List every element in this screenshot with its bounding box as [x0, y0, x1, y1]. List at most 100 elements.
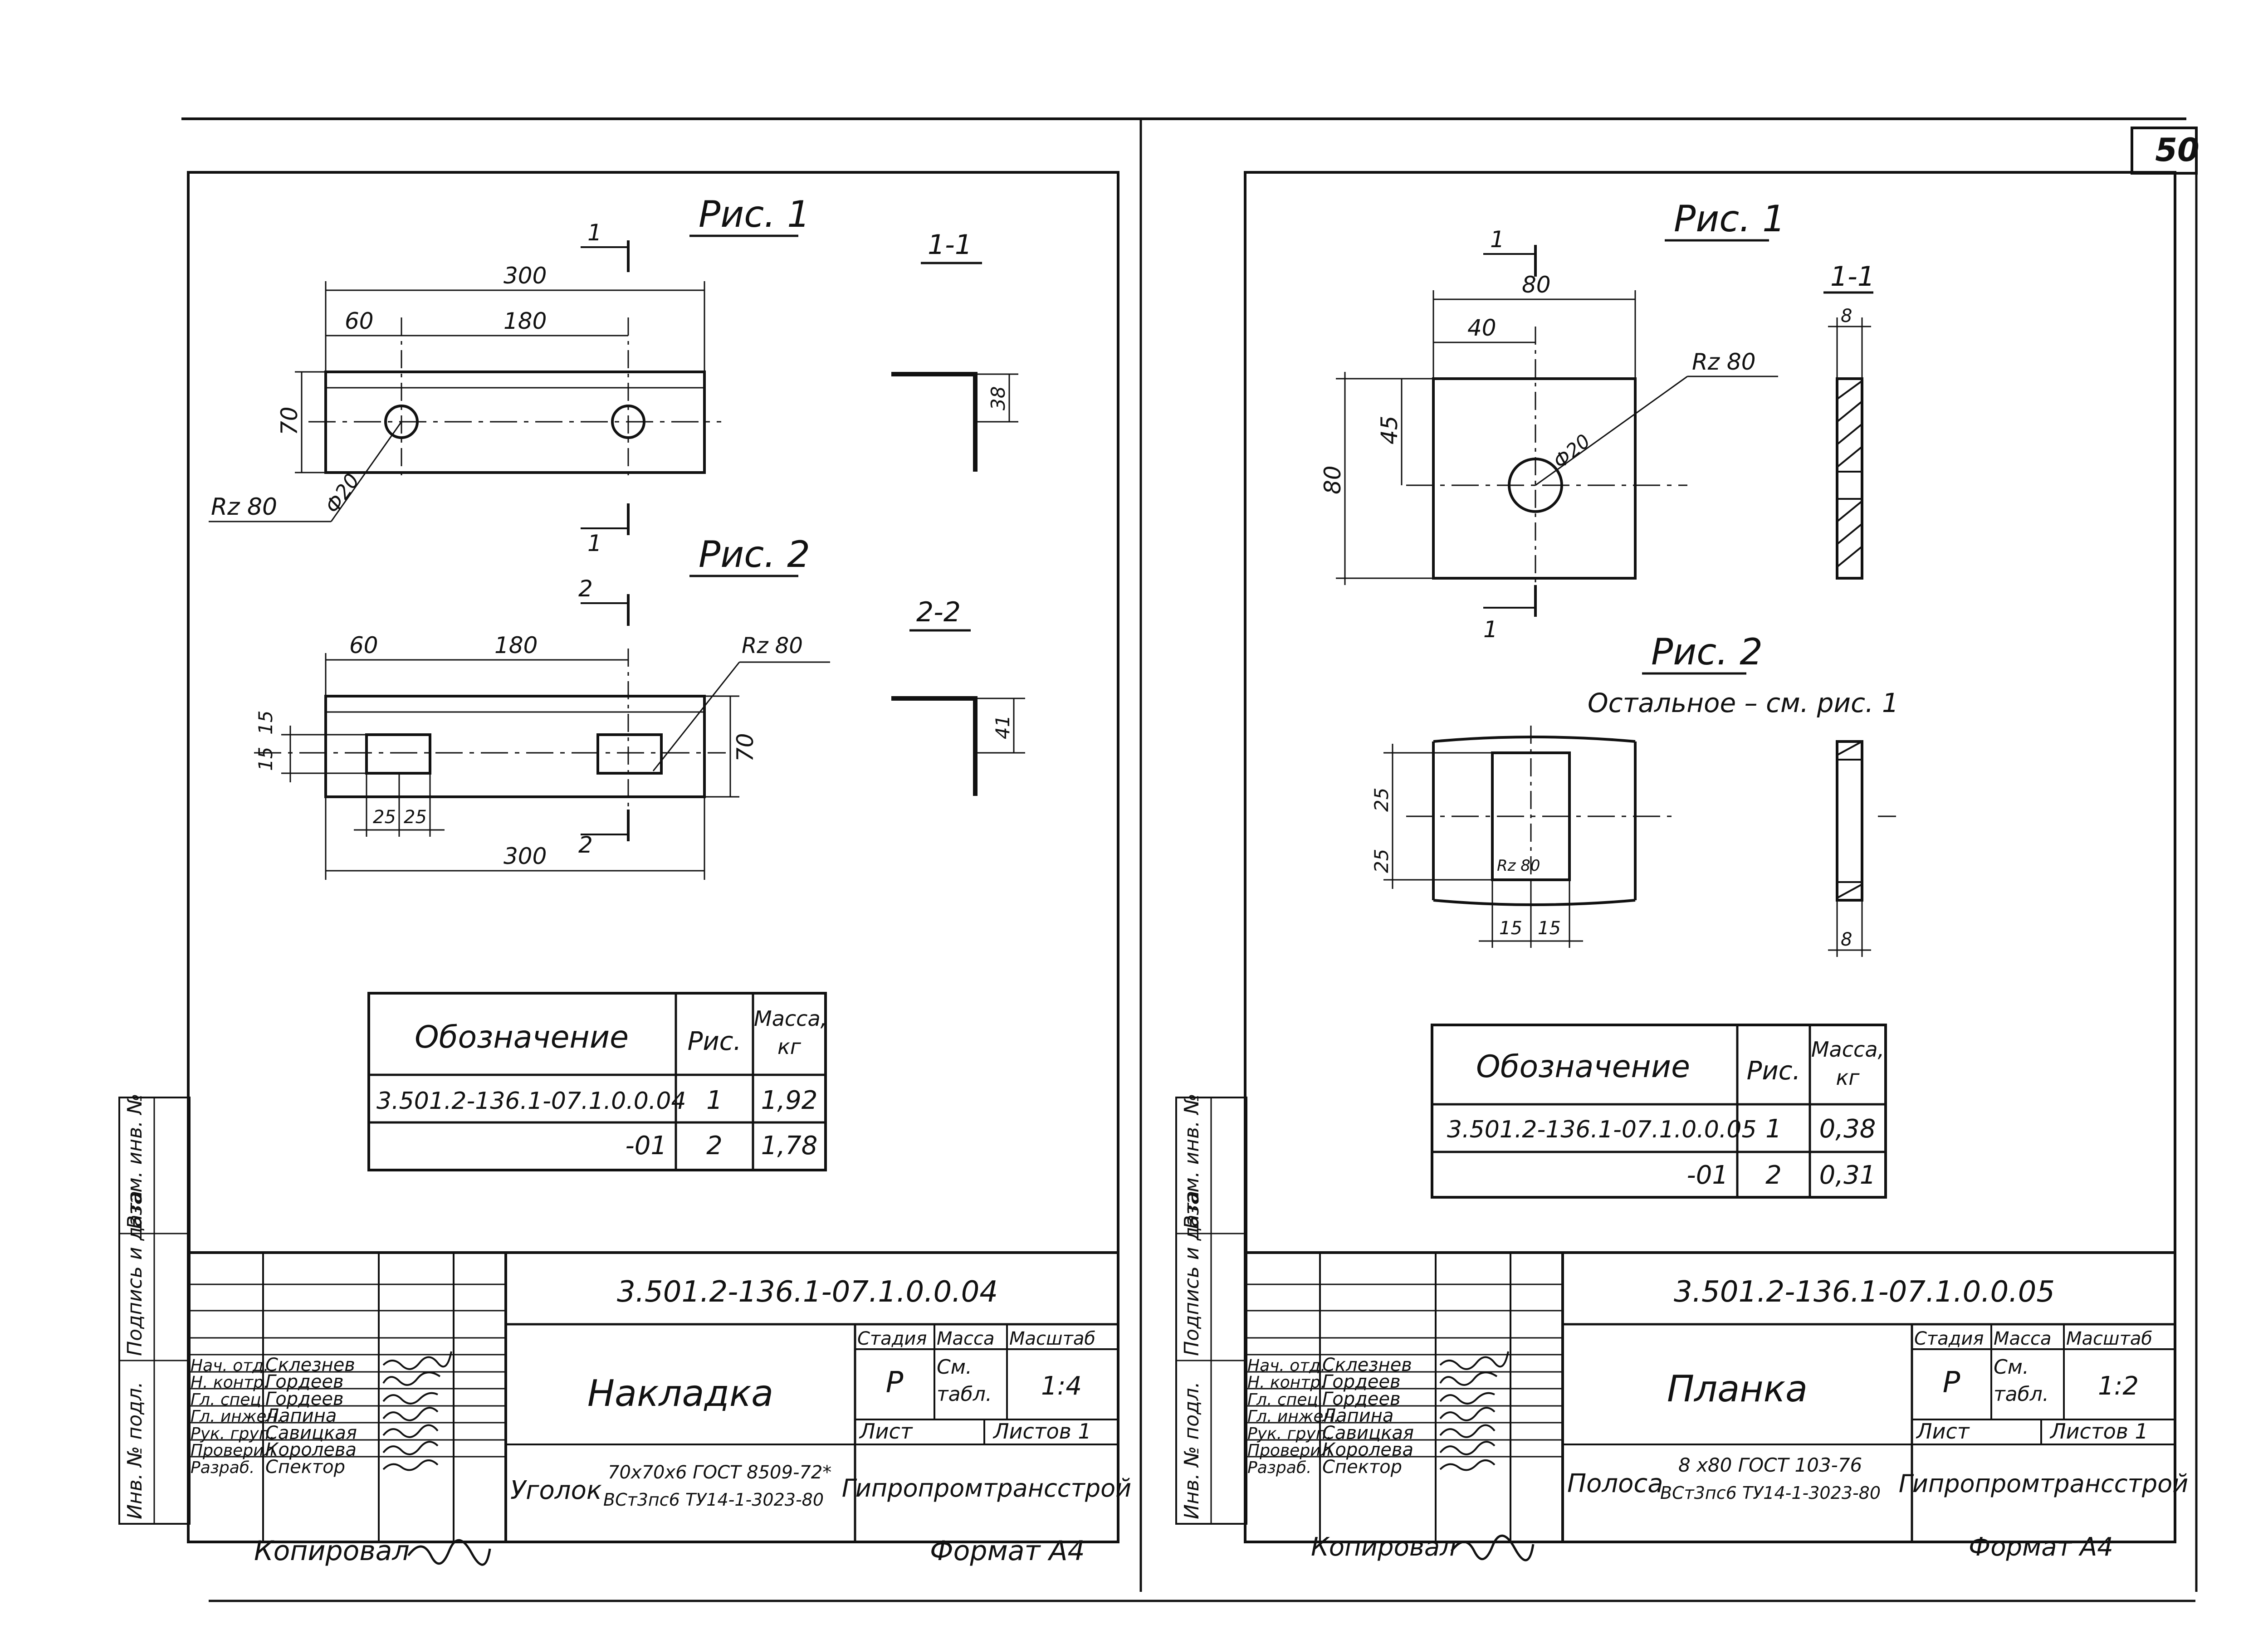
left-role-2: Гл. спец. — [191, 1390, 266, 1409]
left-cut1-bottom: 1 — [587, 530, 602, 556]
right-section1-dim: 8 — [1841, 306, 1852, 327]
left-fig2-dim-w1: 25 — [373, 807, 396, 828]
left-name-1: Гордеев — [265, 1371, 344, 1392]
right-name-1: Гордеев — [1322, 1371, 1401, 1392]
right-fig2-plate — [1383, 726, 1678, 948]
left-role-5: Проверил — [191, 1441, 274, 1460]
right-fig2-dim-s1: 15 — [1499, 918, 1522, 939]
left-fig2-dim-a: 60 — [349, 632, 378, 658]
right-name-2: Гордеев — [1322, 1389, 1401, 1410]
left-stage-value: Р — [886, 1366, 904, 1400]
right-drawing-frame — [1244, 171, 2176, 1543]
right-role-5: Проверил — [1247, 1441, 1331, 1460]
right-fig2-section — [1828, 740, 1896, 957]
right-fig1-rz: Rz 80 — [1692, 349, 1756, 375]
left-fig1-rz: Rz 80 — [211, 493, 277, 521]
right-role-2: Гл. спец. — [1247, 1390, 1323, 1409]
left-name-2: Гордеев — [265, 1389, 344, 1410]
left-fig1-dim-b: 180 — [503, 308, 547, 334]
left-role-6: Разраб. — [191, 1458, 254, 1477]
left-fig1-dim-total: 300 — [503, 263, 547, 289]
left-scale-header: Масштаб — [1009, 1328, 1095, 1349]
right-table-header-mass: Масса, кг — [1811, 1037, 1885, 1090]
right-role-1: Н. контр. — [1247, 1373, 1326, 1392]
left-material-line2: ВСт3пс6 ТУ14-1-3023-80 — [603, 1490, 824, 1510]
right-fig1-dim-half: 40 — [1467, 315, 1496, 341]
left-section1-dim: 38 — [987, 386, 1009, 410]
left-fig1-dia: Ф20 — [321, 469, 364, 517]
left-mass-header: Масса — [937, 1328, 995, 1349]
right-fig1-title: Рис. 1 — [1674, 198, 1785, 240]
left-doc-code: 3.501.2-136.1-07.1.0.0.04 — [617, 1275, 998, 1309]
left-spec-table — [367, 992, 827, 1171]
right-table-row2-fig: 2 — [1765, 1161, 1782, 1190]
right-table-row2-designation: -01 — [1687, 1161, 1728, 1190]
right-table-row1-mass: 0,38 — [1819, 1114, 1876, 1144]
left-table-row2-mass: 1,78 — [761, 1131, 818, 1161]
right-fig2-title: Рис. 2 — [1651, 631, 1763, 673]
right-fig1-dim-h: 80 — [1320, 465, 1346, 494]
right-table-header-fig: Рис. — [1747, 1056, 1801, 1086]
left-fig2-dim-total: 300 — [503, 843, 547, 869]
left-role-4: Рук. груп. — [191, 1424, 275, 1443]
right-fig2-dim-a: 25 — [1370, 788, 1393, 812]
left-cut2-top: 2 — [578, 576, 593, 602]
left-name-4: Савицкая — [265, 1423, 357, 1444]
left-mass-value: См. табл. — [937, 1356, 992, 1406]
right-fig2-dim-b: 25 — [1370, 849, 1393, 873]
right-table-header-designation: Обозначение — [1476, 1049, 1690, 1085]
left-section1-angle — [891, 372, 1018, 472]
right-material-kind: Полоса — [1567, 1469, 1663, 1498]
left-name-0: Склезнев — [265, 1355, 355, 1375]
left-role-3: Гл. инжен. — [191, 1407, 282, 1426]
right-side-label-repl: Взам. инв. № — [1180, 1093, 1203, 1229]
right-name-5: Королева — [1322, 1439, 1413, 1460]
right-signatures — [1439, 1351, 1509, 1471]
right-fig1-plate — [1336, 290, 1778, 603]
left-sheets-label: Листов 1 — [992, 1419, 1091, 1444]
left-name-5: Королева — [265, 1439, 357, 1460]
right-role-3: Гл. инжен. — [1247, 1407, 1339, 1426]
right-table-row1-fig: 1 — [1765, 1114, 1782, 1144]
left-fig2-dim-s2: 15 — [254, 747, 277, 771]
left-signatures — [382, 1351, 452, 1471]
left-fig1-dim-h: 70 — [276, 406, 303, 435]
left-table-row1-fig: 1 — [706, 1086, 723, 1115]
left-table-header-mass: Масса, кг — [754, 1006, 825, 1059]
left-table-row1-mass: 1,92 — [761, 1086, 818, 1115]
right-fig2-note: Остальное – см. рис. 1 — [1588, 688, 1899, 718]
right-material-line2: ВСт3пс6 ТУ14-1-3023-80 — [1660, 1483, 1881, 1503]
left-drawing-frame — [187, 171, 1119, 1543]
right-mass-value: См. табл. — [1994, 1356, 2049, 1406]
right-fig1-dia: Ф20 — [1549, 430, 1594, 473]
right-name-4: Савицкая — [1322, 1423, 1414, 1444]
left-section2-dim: 41 — [992, 715, 1014, 739]
right-name-0: Склезнев — [1322, 1355, 1412, 1375]
right-name-3: Лапина — [1321, 1405, 1393, 1426]
left-table-row2-fig: 2 — [706, 1131, 723, 1161]
left-fig2-dim-w2: 25 — [404, 807, 427, 828]
right-fig1-dim-c: 45 — [1376, 415, 1403, 444]
right-sheets-label: Листов 1 — [2049, 1419, 2148, 1444]
right-cut1-top: 1 — [1490, 226, 1505, 253]
left-sheet: Инв. № подл. Подпись и дата Взам. инв. №… — [118, 171, 1131, 1567]
right-section1-strip — [1828, 317, 1871, 580]
left-material-kind: Уголок — [510, 1476, 602, 1505]
right-role-6: Разраб. — [1247, 1458, 1311, 1477]
right-side-label-sign: Подпись и дата — [1180, 1191, 1203, 1356]
right-format-label: Формат А4 — [1969, 1532, 2113, 1562]
right-section1-label: 1-1 — [1830, 261, 1875, 293]
left-stage-header: Стадия — [857, 1328, 927, 1349]
left-fig2-dim-h: 70 — [732, 733, 758, 762]
right-mass-header: Масса — [1994, 1328, 2052, 1349]
right-table-row2-mass: 0,31 — [1819, 1161, 1876, 1190]
left-side-label-inv: Инв. № подл. — [123, 1381, 147, 1519]
right-stage-header: Стадия — [1914, 1328, 1984, 1349]
page-number: 50 — [2155, 132, 2199, 169]
right-table-row1-designation: 3.501.2-136.1-07.1.0.0.05 — [1447, 1116, 1757, 1143]
right-cut1-bottom: 1 — [1483, 616, 1498, 643]
left-fig2-plate — [254, 649, 830, 880]
right-side-label-inv: Инв. № подл. — [1180, 1381, 1203, 1519]
left-side-label-sign: Подпись и дата — [123, 1191, 147, 1356]
right-name-6: Спектор — [1322, 1457, 1402, 1478]
